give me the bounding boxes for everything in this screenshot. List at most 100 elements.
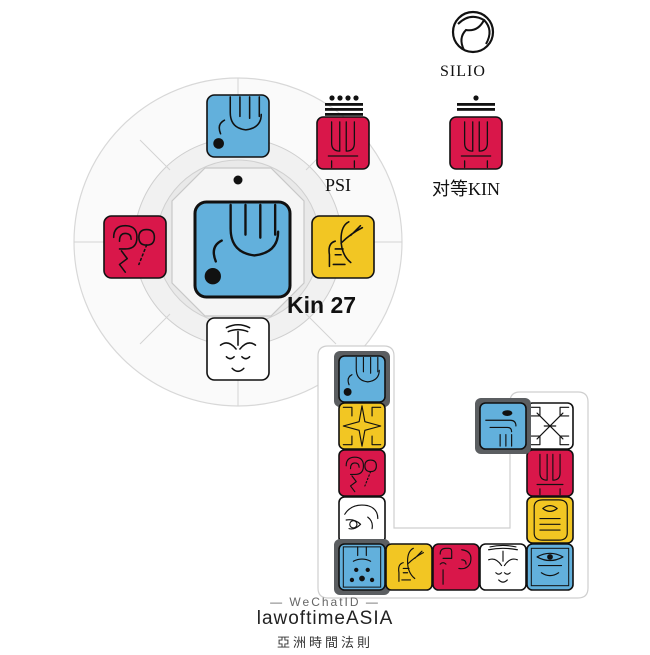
tile-body xyxy=(338,543,386,591)
tile-body xyxy=(526,496,574,544)
human-stroke xyxy=(406,547,424,580)
storm-stroke xyxy=(485,419,517,433)
tone-dot xyxy=(329,95,335,101)
glyph-hand xyxy=(204,203,280,285)
mirror-face-stroke xyxy=(225,355,251,373)
oracle-occult-tile xyxy=(206,317,270,381)
monkey-frame xyxy=(342,546,382,588)
skywalker-stroke xyxy=(458,549,472,570)
glyph-earth xyxy=(327,121,359,169)
antipode-kin-tile xyxy=(449,116,503,170)
glyph-earth xyxy=(460,121,492,169)
psi-tone-marks xyxy=(325,95,363,116)
monkey-dot xyxy=(369,577,375,583)
silio-icon xyxy=(451,10,495,54)
psi-kin-tile xyxy=(316,116,370,170)
moon-stroke xyxy=(138,244,148,266)
eagle-stroke xyxy=(537,564,563,577)
tile-body xyxy=(526,543,574,591)
glyph-hand xyxy=(213,96,263,149)
glyph-hand xyxy=(343,356,380,396)
glyph-monkey xyxy=(342,546,382,588)
kin-number-label: Kin 27 xyxy=(287,292,357,318)
oracle-destiny-tile xyxy=(193,200,292,299)
wavespell-kin-13 xyxy=(475,398,531,454)
glyph-earth xyxy=(536,453,564,496)
hand-stroke xyxy=(229,203,280,257)
eagle-frame xyxy=(530,547,570,587)
glyph-dog xyxy=(344,504,379,530)
hand-stroke xyxy=(218,119,226,135)
tone-bar xyxy=(325,108,363,111)
wavespell-kin-1 xyxy=(334,351,390,407)
hand-stroke xyxy=(229,96,263,131)
ring-spoke xyxy=(305,313,337,345)
tone-dot xyxy=(337,95,343,101)
ring-spoke xyxy=(139,139,171,171)
silio-label: SILIO xyxy=(440,63,486,80)
star-stroke xyxy=(342,406,382,446)
tone-dot xyxy=(345,95,351,101)
skywalker-stroke xyxy=(439,547,453,559)
wavespell-kin-3 xyxy=(338,449,386,497)
moon-stroke xyxy=(349,475,357,493)
human-stroke xyxy=(328,240,346,268)
tile-body xyxy=(526,449,574,497)
hand-dot xyxy=(343,387,352,396)
mirror-face-stroke xyxy=(219,330,257,350)
tone-bar xyxy=(325,103,363,106)
tone-dot xyxy=(353,95,359,101)
tile-body xyxy=(479,543,527,591)
human-stroke xyxy=(334,248,344,256)
glyph-star xyxy=(342,405,382,447)
warrior-stroke xyxy=(533,499,568,541)
wizard-stroke xyxy=(488,544,518,551)
tile-body xyxy=(385,543,433,591)
hand-stroke xyxy=(347,374,353,386)
glyph-storm xyxy=(485,410,517,447)
monkey-dot xyxy=(359,575,365,582)
hand-stroke xyxy=(212,239,223,263)
wavespell-kin-7 xyxy=(432,543,480,591)
glyph-moon xyxy=(345,456,377,493)
tile-body xyxy=(316,116,370,170)
earth-stroke xyxy=(536,453,564,496)
storm-eye xyxy=(502,410,513,416)
antipode-kin-label: 对等KIN xyxy=(432,179,500,199)
brand-label: lawoftimeASIA xyxy=(256,608,394,629)
silio-circle xyxy=(451,10,495,54)
earth-stroke xyxy=(460,121,492,169)
antipode-kin-tone-marks xyxy=(457,95,495,111)
wavespell-kin-2 xyxy=(338,402,386,450)
tile-body xyxy=(103,215,167,279)
glyph-human xyxy=(398,547,424,582)
wavespell-kin-4 xyxy=(338,496,386,544)
glyph-warrior xyxy=(533,499,568,541)
moon-stroke xyxy=(112,224,138,250)
tile-body xyxy=(338,449,386,497)
tile-body xyxy=(311,215,375,279)
mirror-stroke xyxy=(530,406,570,446)
star-stroke xyxy=(342,405,382,447)
wavespell-kin-10 xyxy=(526,496,574,544)
monkey-dot xyxy=(354,567,359,573)
tile-body xyxy=(479,402,527,450)
wavespell-kin-6 xyxy=(385,543,433,591)
glyph-eagle xyxy=(530,547,570,587)
tile-body xyxy=(206,317,270,381)
dog-stroke xyxy=(344,504,379,530)
tile-body xyxy=(432,543,480,591)
oracle-guide-tile xyxy=(206,94,270,158)
tone-bar xyxy=(457,108,495,111)
warrior-stroke xyxy=(539,505,561,531)
wavespell-kin-5 xyxy=(334,539,390,595)
wavespell-kin-8 xyxy=(479,543,527,591)
mirror-face-stroke xyxy=(225,324,251,333)
earth-stroke xyxy=(327,121,359,169)
wizard-stroke xyxy=(488,550,518,567)
glyph-mirror xyxy=(530,406,570,446)
wizard-stroke xyxy=(495,572,511,583)
oracle-analog-tile xyxy=(311,215,375,279)
eagle-stroke xyxy=(536,552,564,562)
